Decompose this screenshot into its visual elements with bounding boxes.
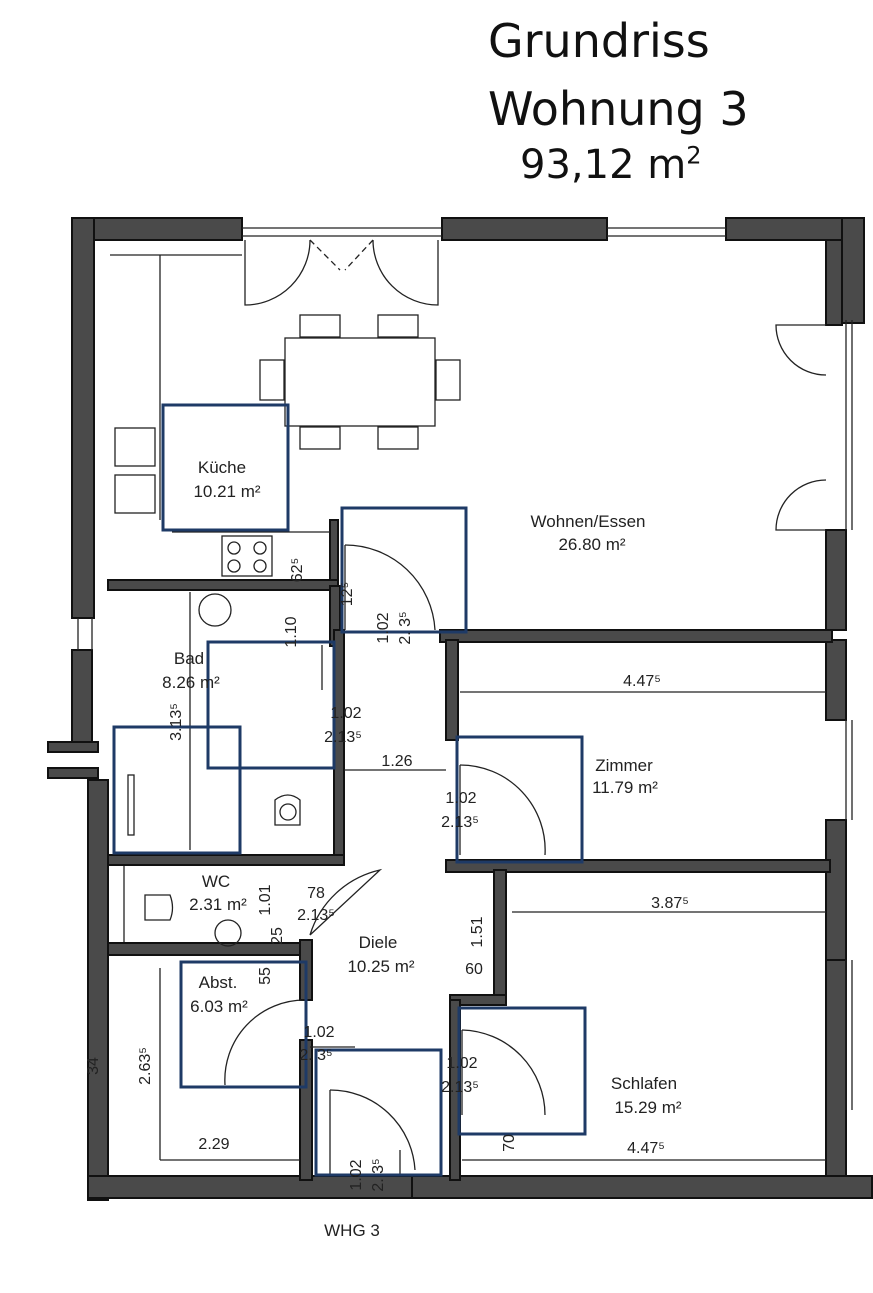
room-name-diele: Diele (359, 933, 398, 952)
balcony-door-top (244, 239, 439, 306)
exterior-walls (47, 217, 873, 1201)
dim-wall-34: 34 (85, 1057, 102, 1075)
dim-abst-width: 2.29 (198, 1136, 229, 1153)
dim-zimmer-door-width: 1.02 (445, 790, 476, 807)
dim-schlafen-upper-width: 3.87⁵ (651, 895, 689, 912)
highlight-boxes (112, 403, 587, 1177)
total-area: 93,12 m2 (520, 142, 701, 188)
dim-zimmer-width: 4.47⁵ (623, 673, 661, 690)
stove-icon (221, 535, 273, 577)
dim-zimmer-door-height: 2.13⁵ (441, 814, 479, 831)
dim-wc-door-height: 2.13⁵ (297, 907, 335, 924)
room-area-kueche: 10.21 m² (193, 482, 260, 501)
dim-kitchen-door-height: 2. 3⁵ (397, 611, 414, 644)
room-area-diele: 10.25 m² (347, 957, 414, 976)
dining-table (259, 314, 461, 450)
dim-schlafen-lower-width: 4.47⁵ (627, 1140, 665, 1157)
room-name-wc: WC (202, 872, 230, 891)
dim-kitchen-depth: 62⁵ (289, 558, 306, 582)
dim-schlafen-door-height: 2.13⁵ (441, 1079, 479, 1096)
room-area-wc: 2.31 m² (189, 895, 247, 914)
plan-title: Grundriss (488, 14, 710, 68)
dim-diele-width: 1.26 (381, 753, 412, 770)
room-name-wohnen: Wohnen/Essen (531, 512, 646, 531)
dim-abst-door-height: 2. 3⁵ (299, 1047, 332, 1064)
dim-wc-101: 1.01 (257, 884, 274, 915)
room-area-wohnen: 26.80 m² (558, 535, 625, 554)
room-area-abst: 6.03 m² (190, 997, 248, 1016)
room-area-schlafen: 15.29 m² (614, 1098, 681, 1117)
dim-wc-25: 25 (269, 927, 286, 945)
toilet-icon (274, 794, 301, 826)
total-area-exponent: 2 (686, 141, 702, 170)
room-area-bad: 8.26 m² (162, 673, 220, 692)
kitchen-counter (110, 254, 330, 577)
room-name-bad: Bad (174, 649, 204, 668)
room-area-zimmer: 11.79 m² (592, 778, 658, 797)
dim-abst-length: 2.63⁵ (137, 1047, 154, 1085)
wc-sink-icon (214, 919, 242, 947)
dim-schlafen-door-width: 1.02 (446, 1055, 477, 1072)
balcony-door-right (775, 324, 827, 531)
room-name-zimmer: Zimmer (595, 756, 653, 775)
plan-subtitle: Wohnung 3 (488, 82, 749, 136)
sink-icon (198, 593, 232, 627)
dim-bad-door-width: 1.02 (330, 705, 361, 722)
dim-bad-length: 3.13⁵ (168, 703, 185, 741)
wc-fixtures (123, 866, 242, 947)
dimension-lines (159, 691, 826, 1175)
total-area-value: 93,12 m (520, 142, 687, 188)
dim-kitchen-door-width: 1.02 (375, 612, 392, 643)
dim-diele-151: 1.51 (469, 916, 486, 947)
wc-toilet-icon (144, 894, 174, 921)
dim-diele-60: 60 (465, 961, 483, 978)
windows (77, 227, 853, 1110)
room-name-schlafen: Schlafen (611, 1074, 677, 1093)
dim-door-reveal: 12⁵ (339, 582, 356, 606)
bathroom-fixtures (127, 592, 323, 850)
dim-entry-door-width: 1.02 (348, 1159, 365, 1190)
door-swings (224, 544, 546, 1175)
dim-schlafen-70: 70 (501, 1134, 518, 1152)
dim-bad-width-110: 1.10 (283, 616, 300, 647)
interior-walls (107, 519, 833, 1181)
entrance-label: WHG 3 (324, 1221, 380, 1240)
dim-abst-55: 55 (257, 967, 274, 985)
dim-abst-door-width: 1.02 (303, 1024, 334, 1041)
dim-entry-door-height: 2. 3⁵ (370, 1158, 387, 1191)
dim-bad-door-height: 2.13⁵ (324, 729, 362, 746)
room-name-kueche: Küche (198, 458, 246, 477)
dim-wc-door-width: 78 (307, 885, 325, 902)
room-name-abst: Abst. (199, 973, 238, 992)
